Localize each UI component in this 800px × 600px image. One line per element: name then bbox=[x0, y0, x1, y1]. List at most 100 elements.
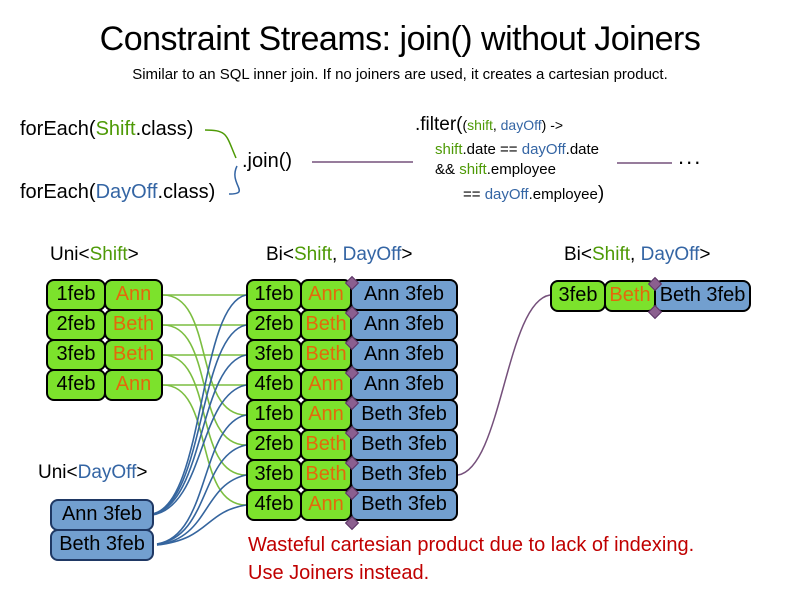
filter-method-token: .filter( bbox=[415, 114, 463, 135]
dayoff-cell: Beth 3feb bbox=[654, 280, 751, 312]
warning-text: Wasteful cartesian product due to lack o… bbox=[248, 531, 694, 587]
shift-date-cell: 1feb bbox=[246, 279, 302, 311]
code-text: .date bbox=[565, 141, 600, 158]
dayoff-join-lines bbox=[151, 294, 247, 546]
dayoff-brace-line bbox=[228, 165, 241, 195]
dayoff-arg-token: dayOff bbox=[500, 117, 542, 133]
header-text: > bbox=[401, 244, 413, 265]
header-text: Bi< bbox=[564, 244, 592, 265]
code-text: ( bbox=[462, 117, 468, 133]
dayoff-type-token: DayOff bbox=[77, 462, 137, 483]
shift-date-cell: 4feb bbox=[246, 369, 302, 401]
header-uni-shift: Uni<Shift> bbox=[50, 244, 139, 266]
shift-date-cell: 2feb bbox=[246, 429, 302, 461]
dayoff-cell: Ann 3feb bbox=[350, 279, 458, 311]
warning-line: Use Joiners instead. bbox=[248, 562, 430, 584]
dayoff-class-token: DayOff bbox=[95, 181, 158, 203]
header-text: > bbox=[136, 462, 148, 483]
shift-employee-cell: Beth bbox=[104, 339, 163, 371]
header-bi-mid: Bi<Shift, DayOff> bbox=[266, 244, 412, 266]
code-filter-line4: == dayOff.employee) bbox=[463, 183, 604, 205]
table-row: Beth 3feb bbox=[50, 529, 154, 561]
shift-employee-cell: Ann bbox=[104, 369, 163, 401]
shift-date-cell: 3feb bbox=[246, 459, 302, 491]
header-bi-right: Bi<Shift, DayOff> bbox=[564, 244, 710, 266]
shift-date-cell: 4feb bbox=[46, 369, 106, 401]
code-text: ) bbox=[597, 183, 605, 204]
shift-employee-cell: Ann bbox=[300, 489, 352, 521]
table-row: Ann 3feb bbox=[50, 499, 154, 531]
code-text: , bbox=[492, 117, 501, 133]
dayoff-cell: Beth 3feb bbox=[50, 529, 154, 561]
shift-date-cell: 2feb bbox=[246, 309, 302, 341]
header-text: , bbox=[332, 244, 343, 265]
shift-date-cell: 1feb bbox=[246, 399, 302, 431]
shift-date-cell: 4feb bbox=[246, 489, 302, 521]
shift-date-cell: 3feb bbox=[246, 339, 302, 371]
header-text: , bbox=[630, 244, 641, 265]
code-join: .join() bbox=[242, 150, 293, 172]
code-text: forEach( bbox=[20, 181, 96, 203]
shift-employee-cell: Beth bbox=[104, 309, 163, 341]
code-text: forEach( bbox=[20, 118, 96, 140]
shift-employee-cell: Beth bbox=[300, 309, 352, 341]
code-text: ) -> bbox=[541, 117, 564, 133]
dayoff-cell: Ann 3feb bbox=[50, 499, 154, 531]
header-text: > bbox=[127, 244, 139, 265]
code-text: .employee bbox=[486, 161, 556, 178]
dayoff-cell: Ann 3feb bbox=[350, 309, 458, 341]
shift-type-token: Shift bbox=[89, 244, 128, 265]
dayoff-type-token: DayOff bbox=[342, 244, 402, 265]
shift-date-cell: 3feb bbox=[550, 280, 606, 312]
shift-class-token: Shift bbox=[95, 118, 136, 140]
shift-type-token: Shift bbox=[592, 244, 631, 265]
shift-employee-cell: Ann bbox=[104, 279, 163, 311]
shift-employee-cell: Ann bbox=[300, 369, 352, 401]
header-text: > bbox=[699, 244, 711, 265]
shift-date-cell: 2feb bbox=[46, 309, 106, 341]
code-text: && bbox=[435, 161, 460, 178]
shift-date-cell: 3feb bbox=[46, 339, 106, 371]
code-filter-line2: shift.date == dayOff.date bbox=[435, 141, 599, 158]
header-text: Uni< bbox=[50, 244, 90, 265]
code-ellipsis: ... bbox=[678, 144, 703, 169]
shift-join-lines bbox=[162, 294, 247, 506]
shift-employee-cell: Ann bbox=[300, 399, 352, 431]
dayoff-arg-token: dayOff bbox=[521, 141, 566, 158]
shift-type-token: Shift bbox=[294, 244, 333, 265]
shift-arg-token: shift bbox=[459, 161, 487, 178]
dayoff-cell: Beth 3feb bbox=[350, 489, 458, 521]
header-text: Bi< bbox=[266, 244, 294, 265]
dayoff-arg-token: dayOff bbox=[484, 186, 529, 203]
shift-employee-cell: Beth bbox=[604, 280, 656, 312]
code-foreach-shift: forEach(Shift.class) bbox=[20, 118, 193, 141]
shift-employee-cell: Beth bbox=[300, 339, 352, 371]
code-text: .class) bbox=[157, 181, 216, 203]
dayoff-table: Ann 3feb Beth 3feb bbox=[50, 499, 154, 561]
shift-arg-token: shift bbox=[435, 141, 463, 158]
dayoff-cell: Beth 3feb bbox=[350, 399, 458, 431]
shift-employee-cell: Beth bbox=[300, 459, 352, 491]
page-title: Constraint Streams: join() without Joine… bbox=[99, 20, 701, 58]
page-subtitle: Similar to an SQL inner join. If no join… bbox=[132, 66, 668, 83]
code-foreach-dayoff: forEach(DayOff.class) bbox=[20, 181, 215, 204]
code-text: .class) bbox=[135, 118, 194, 140]
dayoff-type-token: DayOff bbox=[640, 244, 700, 265]
filter-result-line bbox=[312, 161, 672, 476]
dayoff-cell: Beth 3feb bbox=[350, 429, 458, 461]
warning-line: Wasteful cartesian product due to lack o… bbox=[248, 534, 695, 556]
